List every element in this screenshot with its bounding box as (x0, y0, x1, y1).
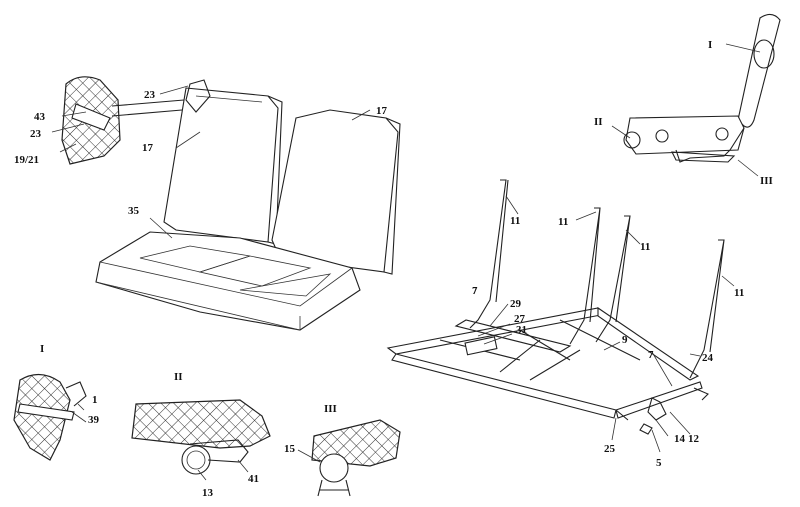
label-7-left: 7 (472, 285, 478, 297)
headrest-clip (185, 79, 211, 113)
seat-back-right (271, 109, 401, 275)
label-1: 1 (92, 394, 98, 406)
label-11-d: 11 (734, 287, 744, 299)
label-12: 12 (688, 433, 700, 445)
detail-title-III: III (324, 403, 337, 415)
detail-I-lower (13, 373, 87, 461)
label-23-upper: 23 (144, 89, 156, 101)
label-15: 15 (284, 443, 296, 455)
label-41: 41 (248, 473, 259, 485)
label-5: 5 (656, 457, 662, 469)
label-14: 14 (674, 433, 686, 445)
seat-cushion (95, 231, 361, 331)
fastener-detail-upper (61, 76, 185, 165)
label-27: 27 (514, 313, 526, 325)
label-13: 13 (202, 487, 214, 499)
label-31: 31 (516, 324, 527, 336)
label-29: 29 (510, 298, 522, 310)
detail-II-lower (131, 399, 271, 475)
label-III-top: III (760, 175, 773, 187)
label-24: 24 (702, 352, 714, 364)
label-11-a: 11 (510, 215, 520, 227)
label-19-21: 19/21 (14, 154, 39, 166)
detail-III-lower (311, 419, 401, 497)
seat-side-view (623, 13, 781, 163)
label-11-c: 11 (640, 241, 650, 253)
label-39: 39 (88, 414, 100, 426)
label-I-top: I (708, 39, 712, 51)
detail-title-II: II (174, 371, 183, 383)
label-17-right: 17 (376, 105, 388, 117)
label-9: 9 (622, 334, 628, 346)
detail-title-I: I (40, 343, 44, 355)
label-17-left: 17 (142, 142, 154, 154)
label-35: 35 (128, 205, 140, 217)
leader-lines (51, 43, 761, 481)
label-II-top: II (594, 116, 603, 128)
label-11-b: 11 (558, 216, 568, 228)
label-7-right: 7 (648, 349, 654, 361)
seat-frame (386, 179, 725, 435)
seat-back-left (163, 87, 283, 245)
label-43: 43 (34, 111, 46, 123)
label-23-lower: 23 (30, 128, 42, 140)
label-25: 25 (604, 443, 616, 455)
callout-labels: 23 43 23 19/21 17 17 35 I II III 11 11 1… (14, 39, 773, 499)
